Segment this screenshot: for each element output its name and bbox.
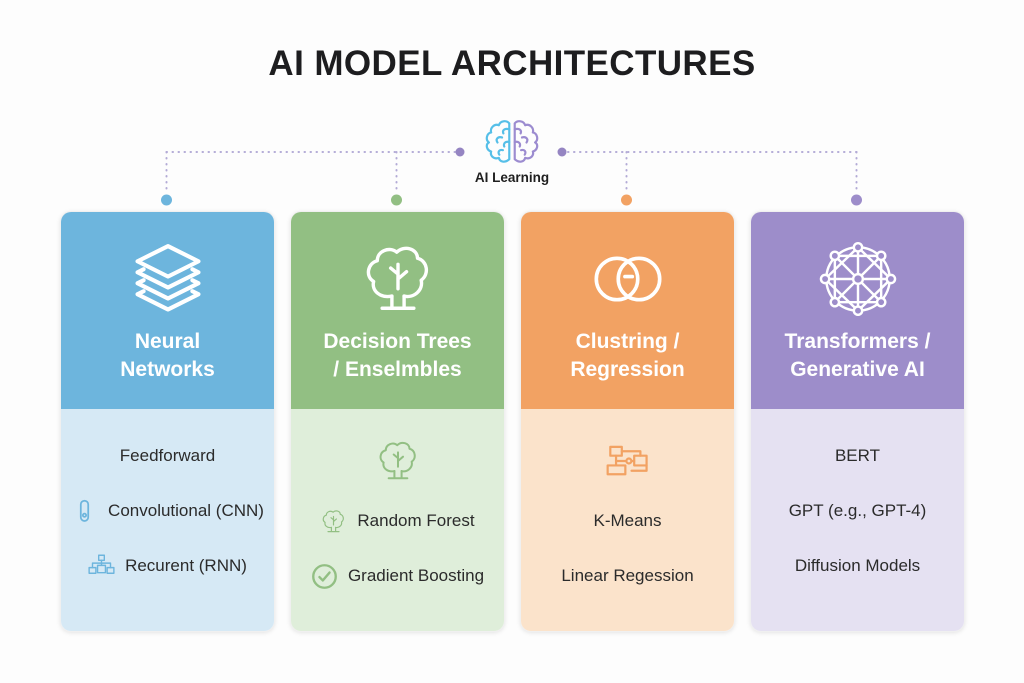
list-item: Convolutional (CNN) — [71, 494, 264, 528]
tree-icon — [320, 508, 347, 535]
column-dot-transformers-generative-ai — [851, 194, 862, 206]
list-item: Random Forest — [320, 504, 475, 538]
network-icon — [819, 238, 897, 320]
card-title-line: Neural — [134, 330, 201, 353]
list-item-label: Feedforward — [119, 446, 216, 465]
page-title: AI MODEL ARCHITECTURES — [268, 44, 756, 83]
list-item-label: Recurent (RNN) — [125, 556, 247, 575]
list-item-label: BERT — [834, 446, 881, 465]
list-item — [375, 439, 421, 483]
list-item: GPT (e.g., GPT-4) — [789, 494, 927, 528]
ai-learning-hub: AI Learning — [462, 118, 562, 185]
card-decision-trees-ensembles: Decision Trees / Enselmbles Random Forest… — [290, 211, 505, 632]
brain-icon — [462, 118, 562, 166]
card-title: Decision Trees / Enselmbles — [323, 328, 471, 384]
card-title: Transformers / Generative AI — [785, 328, 931, 384]
list-item-label: Diffusion Models — [794, 556, 921, 575]
list-item: Feedforward — [120, 439, 215, 473]
layers-icon — [129, 238, 207, 320]
list-item-label: Gradient Boosting — [347, 566, 485, 585]
paperclip-icon — [71, 498, 98, 525]
card-title-line: / Enselmbles — [333, 357, 462, 381]
card-title-line: Generative AI — [790, 357, 925, 381]
list-item: Diffusion Models — [795, 549, 920, 583]
list-item: K-Means — [593, 504, 661, 538]
list-item: Linear Regession — [561, 559, 693, 593]
column-dot-neural-networks — [161, 194, 172, 206]
list-item: Recurent (RNN) — [88, 549, 247, 583]
list-item-label: Convolutional (CNN) — [108, 501, 264, 520]
flowchart-icon — [605, 438, 651, 484]
card-header-transformers-generative-ai: Transformers / Generative AI — [751, 212, 964, 409]
column-dot-decision-trees-ensembles — [391, 194, 402, 206]
card-body-neural-networks: Feedforward Convolutional (CNN) Recurent… — [61, 409, 274, 631]
check-circle-icon — [311, 563, 338, 590]
card-title-line: Regression — [570, 357, 685, 381]
venn-icon — [589, 238, 667, 320]
card-header-clustering-regression: Clustring / Regression — [521, 212, 734, 409]
list-item-label: Linear Regession — [561, 566, 694, 585]
list-item-label: Random Forest — [357, 511, 475, 530]
card-title-line: Clustring / — [575, 330, 680, 353]
list-item: BERT — [835, 439, 880, 473]
list-item-label: GPT (e.g., GPT-4) — [788, 501, 927, 520]
card-title-line: Networks — [120, 357, 215, 381]
card-title-line: Decision Trees — [323, 330, 472, 353]
card-body-decision-trees-ensembles: Random Forest Gradient Boosting — [291, 409, 504, 631]
card-title-line: Transformers / — [784, 330, 931, 353]
hierarchy-icon — [88, 553, 115, 580]
column-dot-clustering-regression — [621, 194, 632, 206]
tree-icon — [375, 438, 421, 484]
hub-label: AI Learning — [474, 170, 550, 185]
list-item — [605, 439, 651, 483]
tree-icon — [359, 238, 437, 320]
list-item: Gradient Boosting — [311, 559, 484, 593]
card-body-transformers-generative-ai: BERT GPT (e.g., GPT-4) Diffusion Models — [751, 409, 964, 631]
card-transformers-generative-ai: Transformers / Generative AI BERT GPT (e.g.… — [750, 211, 965, 632]
card-header-decision-trees-ensembles: Decision Trees / Enselmbles — [291, 212, 504, 409]
list-item-label: K-Means — [593, 511, 662, 530]
card-title: Clustring / Regression — [570, 328, 684, 384]
